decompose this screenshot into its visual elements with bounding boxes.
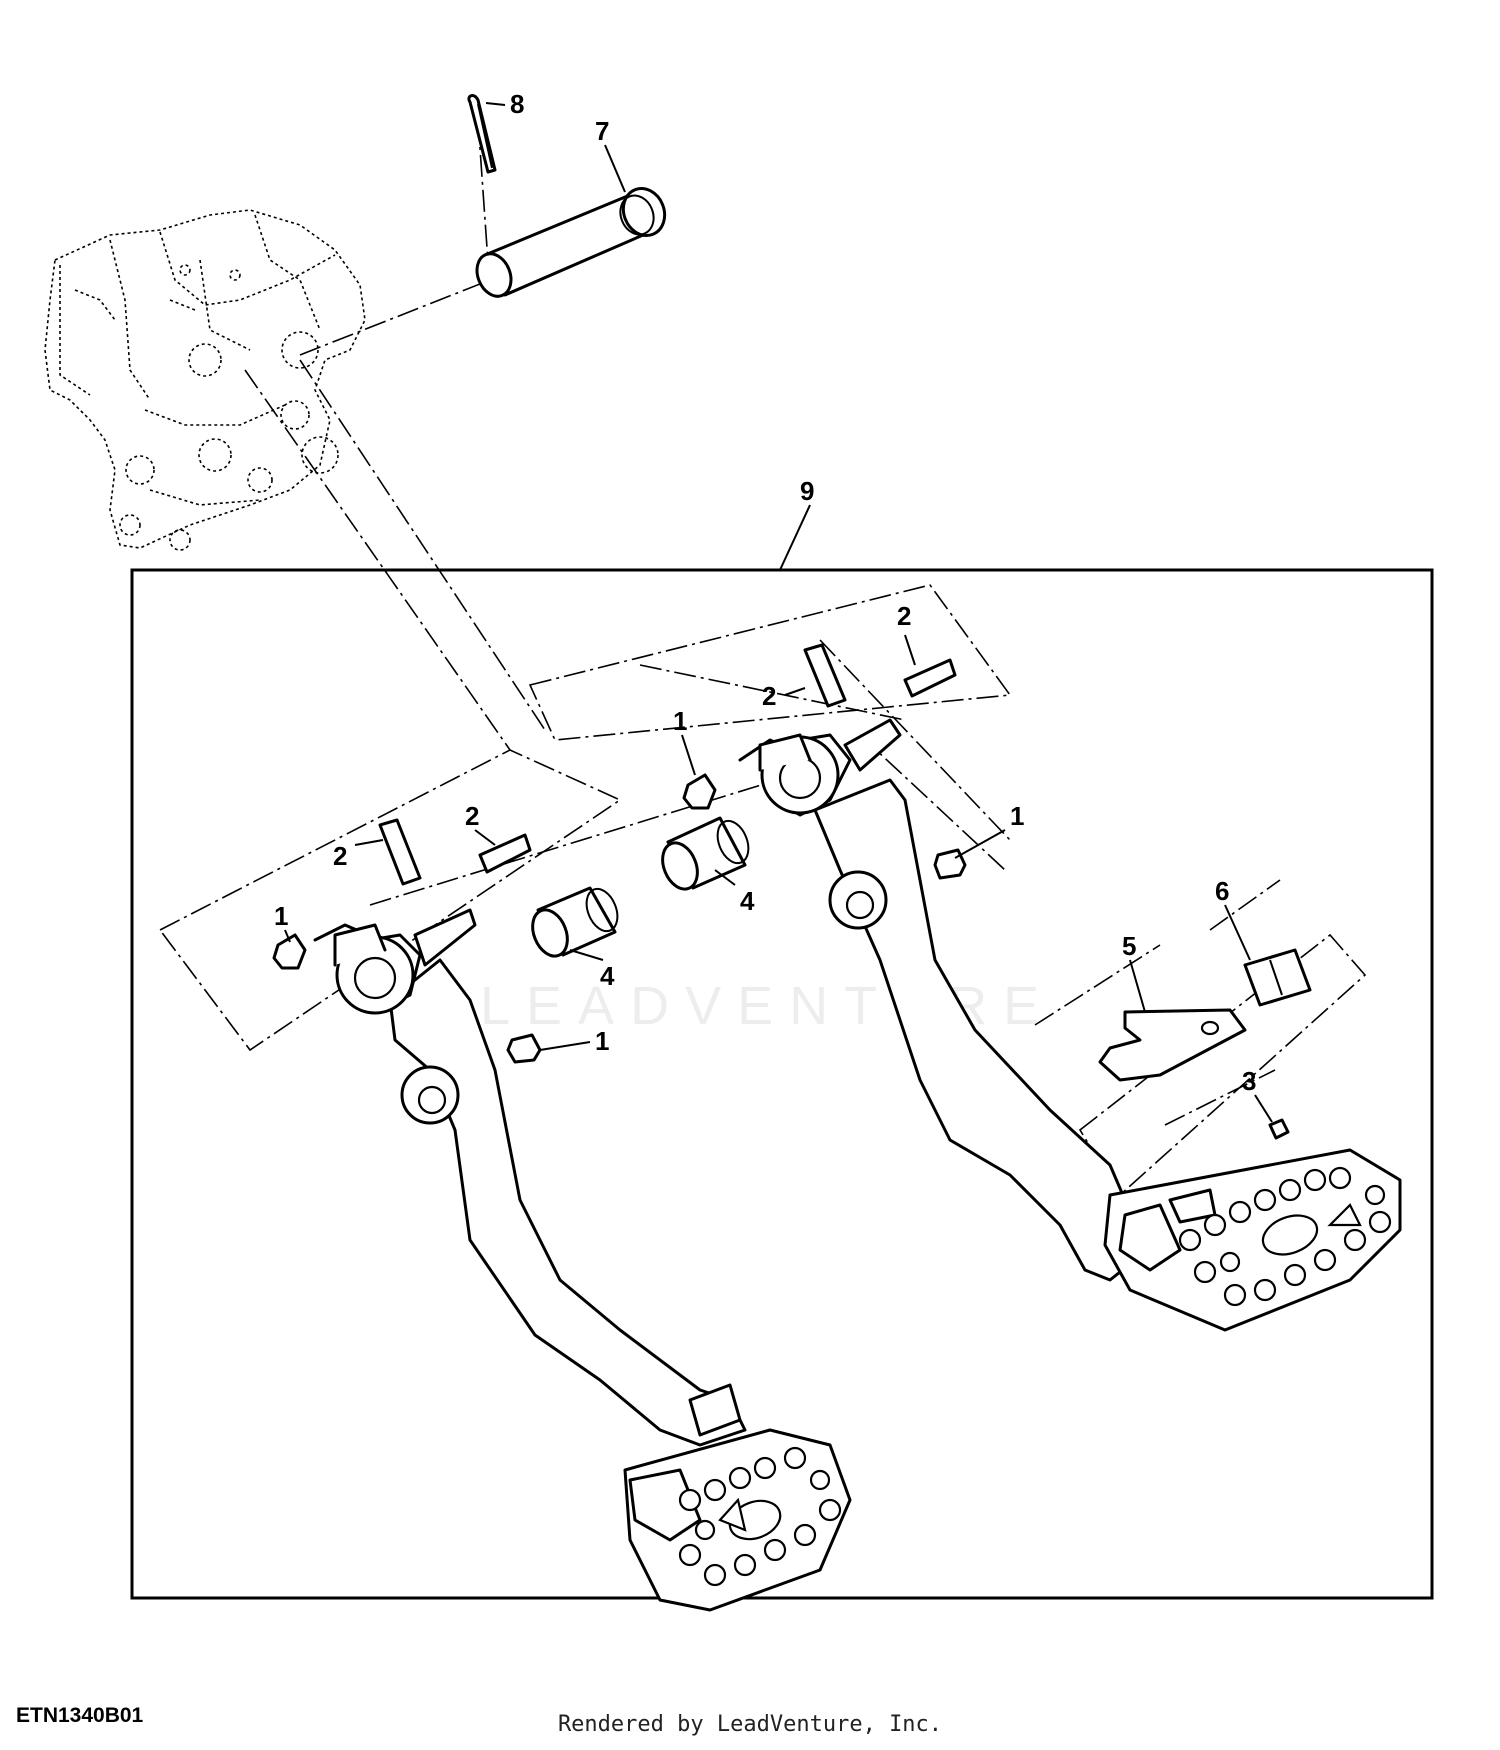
small-screw: [1268, 1118, 1290, 1140]
nut-lower-right: [506, 1033, 542, 1064]
cotter-pin: [467, 94, 497, 174]
mounting-bracket-phantom: [44, 209, 366, 551]
callout-set-screw-c: 2: [465, 801, 479, 831]
spring-clip: [1243, 948, 1312, 1007]
callout-nut-c: 1: [274, 901, 288, 931]
assembly-centerlines: [244, 119, 1281, 1126]
bushing-upper: [661, 816, 750, 891]
callout-clip: 6: [1215, 876, 1229, 906]
callout-set-screw-b: 2: [762, 681, 776, 711]
lower-pedal-enclosure: [158, 749, 622, 1052]
callout-set-screw-d: 2: [333, 841, 347, 871]
callout-small-screw: 3: [1242, 1066, 1256, 1096]
clevis-pin: [475, 187, 667, 298]
upper-pedal-arm: [738, 718, 1402, 1332]
bushing-lower: [531, 886, 619, 958]
figure-code: ETN1340B01: [16, 1704, 144, 1727]
callout-bushing-a: 4: [740, 886, 755, 916]
set-screw-lower-angled: [478, 833, 532, 874]
upper-pedal-enclosure: [528, 584, 1012, 741]
callout-cotter-pin: 8: [510, 89, 524, 119]
nut-lower-left: [272, 933, 307, 970]
set-screw-upper-vertical: [803, 643, 847, 708]
callout-kit: 9: [800, 476, 814, 506]
upper-pad-studs: [1178, 1166, 1392, 1307]
callout-labels: 8 7 9 2 2 1 1 2 2 1 4 4 1 5 6 3: [274, 89, 1256, 1096]
adapter-plate: [1098, 1008, 1247, 1082]
callout-nut-d: 1: [595, 1026, 609, 1056]
callout-bushing-b: 4: [600, 961, 615, 991]
kit-outline-box: [130, 568, 1434, 1600]
lower-pedal-arm: [313, 908, 852, 1612]
callout-clevis-pin: 7: [595, 116, 609, 146]
callout-set-screw-a: 2: [897, 601, 911, 631]
nut-upper-left: [682, 773, 717, 810]
callout-nut-b: 1: [1010, 801, 1024, 831]
callout-nut-a: 1: [673, 706, 687, 736]
set-screw-lower-vertical: [378, 818, 422, 886]
callout-leaders: [284, 102, 1273, 1123]
set-screw-upper-angled: [903, 658, 957, 698]
plate-enclosure: [1078, 933, 1367, 1197]
callout-plate: 5: [1122, 931, 1136, 961]
render-credit: Rendered by LeadVenture, Inc.: [557, 1712, 943, 1737]
lower-pad-studs: [678, 1446, 842, 1587]
